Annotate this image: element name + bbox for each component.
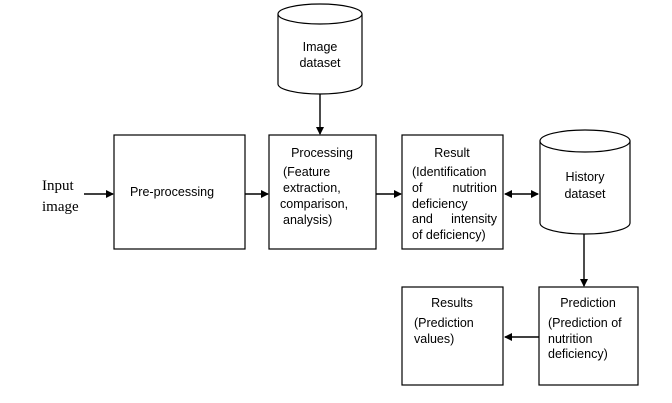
image-dataset-line1: Image xyxy=(303,40,338,54)
results-line2: values) xyxy=(414,332,454,346)
result-line4b: intensity xyxy=(451,212,498,226)
result-line4a: and xyxy=(412,212,433,226)
result-rect xyxy=(401,134,504,250)
results-box: Results (Prediction values) xyxy=(401,286,504,386)
results-title: Results xyxy=(431,296,473,310)
result-line2a: of xyxy=(412,181,423,195)
image-dataset-line2: dataset xyxy=(299,56,341,70)
processing-line2: extraction, xyxy=(283,181,341,195)
prediction-line3: deficiency) xyxy=(548,347,608,361)
preprocessing-box: Pre-processing xyxy=(113,134,246,250)
processing-title: Processing xyxy=(291,146,353,160)
prediction-rect xyxy=(538,286,639,386)
result-title: Result xyxy=(434,146,470,160)
result-line5: of deficiency) xyxy=(412,228,486,242)
image-dataset-body xyxy=(277,14,363,95)
history-dataset-body xyxy=(539,141,631,235)
processing-line1: (Feature xyxy=(283,165,330,179)
prediction-title: Prediction xyxy=(560,296,616,310)
processing-line3: comparison, xyxy=(280,197,348,211)
image-dataset-top xyxy=(277,3,363,25)
history-dataset-top xyxy=(539,129,631,153)
history-dataset-line2: dataset xyxy=(564,187,606,201)
preprocessing-label: Pre-processing xyxy=(130,185,214,199)
history-dataset-cylinder: History dataset xyxy=(539,129,631,235)
prediction-line2: nutrition xyxy=(548,332,593,346)
prediction-line1: (Prediction of xyxy=(548,316,622,330)
processing-line4: analysis) xyxy=(283,213,332,227)
result-line1: (Identification xyxy=(412,165,486,179)
processing-box: Processing (Feature extraction, comparis… xyxy=(268,134,377,250)
results-line1: (Prediction xyxy=(414,316,474,330)
result-line2b: nutrition xyxy=(453,181,498,195)
preprocessing-rect xyxy=(113,134,246,250)
input-label-line1: Input xyxy=(42,178,74,194)
input-label-line2: image xyxy=(42,199,79,215)
results-rect xyxy=(401,286,504,386)
processing-rect xyxy=(268,134,377,250)
history-dataset-line1: History xyxy=(566,170,606,184)
result-line3: deficiency xyxy=(412,197,468,211)
image-dataset-cylinder: Image dataset xyxy=(277,3,363,95)
prediction-box: Prediction (Prediction of nutrition defi… xyxy=(538,286,639,386)
result-box: Result (Identification of nutrition defi… xyxy=(401,134,504,250)
input-image-label: Input image xyxy=(42,178,79,215)
